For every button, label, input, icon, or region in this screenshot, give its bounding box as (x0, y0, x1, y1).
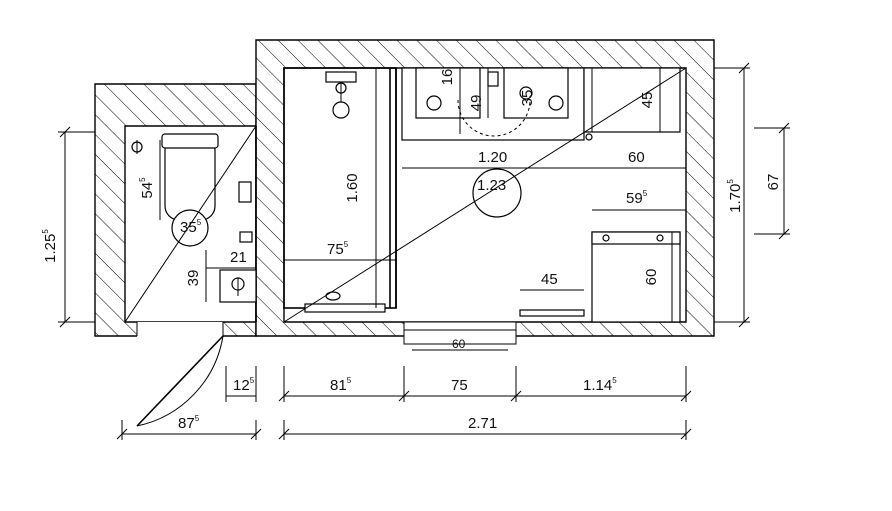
basin-right-icon (548, 95, 564, 111)
dim-bottom-wall: 125 (233, 376, 255, 394)
dim-bottom-2: 75 (451, 377, 468, 394)
dim-cabinet-width: 60 (628, 149, 645, 166)
dim-vanity-depth: 49 (468, 95, 485, 112)
walls (94, 39, 715, 345)
vanity (401, 67, 585, 141)
bench (519, 309, 585, 317)
dim-shower-width: 755 (327, 240, 349, 258)
dim-washer-depth: 60 (643, 269, 660, 286)
door-swing (136, 335, 224, 427)
dim-turn-circle: 1.23 (477, 177, 506, 194)
dim-cabinet-depth: 45 (639, 92, 656, 109)
toilet-tank (161, 133, 219, 149)
dim-bench-width: 45 (541, 271, 558, 288)
dim-wc-circle: 355 (180, 218, 202, 236)
dim-room-height: 1.705 (726, 179, 744, 213)
dim-vanity-offset: 16 (439, 69, 456, 86)
cabinet-unit (583, 67, 681, 133)
shower (283, 67, 397, 313)
dim-bottom-1: 815 (330, 376, 352, 394)
basin-left-icon (426, 95, 442, 111)
dim-window-width: 60 (452, 337, 466, 351)
dim-right-wall: 67 (765, 174, 782, 191)
shower-drain-icon (325, 291, 341, 301)
dim-wc-basin-depth: 39 (185, 270, 202, 287)
dim-wc-room-height: 1.255 (41, 229, 59, 263)
dim-vanity-width: 1.20 (478, 149, 507, 166)
wc-fixtures (124, 125, 257, 323)
turn-circle (472, 168, 522, 218)
toilet (164, 135, 216, 221)
dimension-labels: 545 1.255 355 21 39 1.60 755 16 49 35 45… (41, 69, 782, 432)
dim-wc-depth: 545 (138, 177, 156, 199)
cabinet (583, 67, 681, 141)
dim-total-width: 2.71 (468, 415, 497, 432)
radiator-icon (239, 231, 253, 243)
dim-shower-length: 1.60 (344, 173, 361, 202)
dim-door-width: 875 (178, 414, 200, 432)
dim-washer-clearance: 595 (626, 189, 648, 207)
wc-turn-circle (171, 209, 209, 247)
dim-bottom-3: 1.145 (583, 376, 617, 394)
dim-wc-basin-width: 21 (230, 249, 247, 266)
washer-body (591, 231, 681, 323)
paper-holder-icon (238, 181, 252, 203)
washing-machine (591, 231, 681, 323)
dimension-lines (58, 62, 790, 440)
shower-valve-icon (325, 71, 357, 83)
dim-vanity-inner: 35 (519, 90, 536, 107)
shower-head-icon (332, 101, 350, 119)
